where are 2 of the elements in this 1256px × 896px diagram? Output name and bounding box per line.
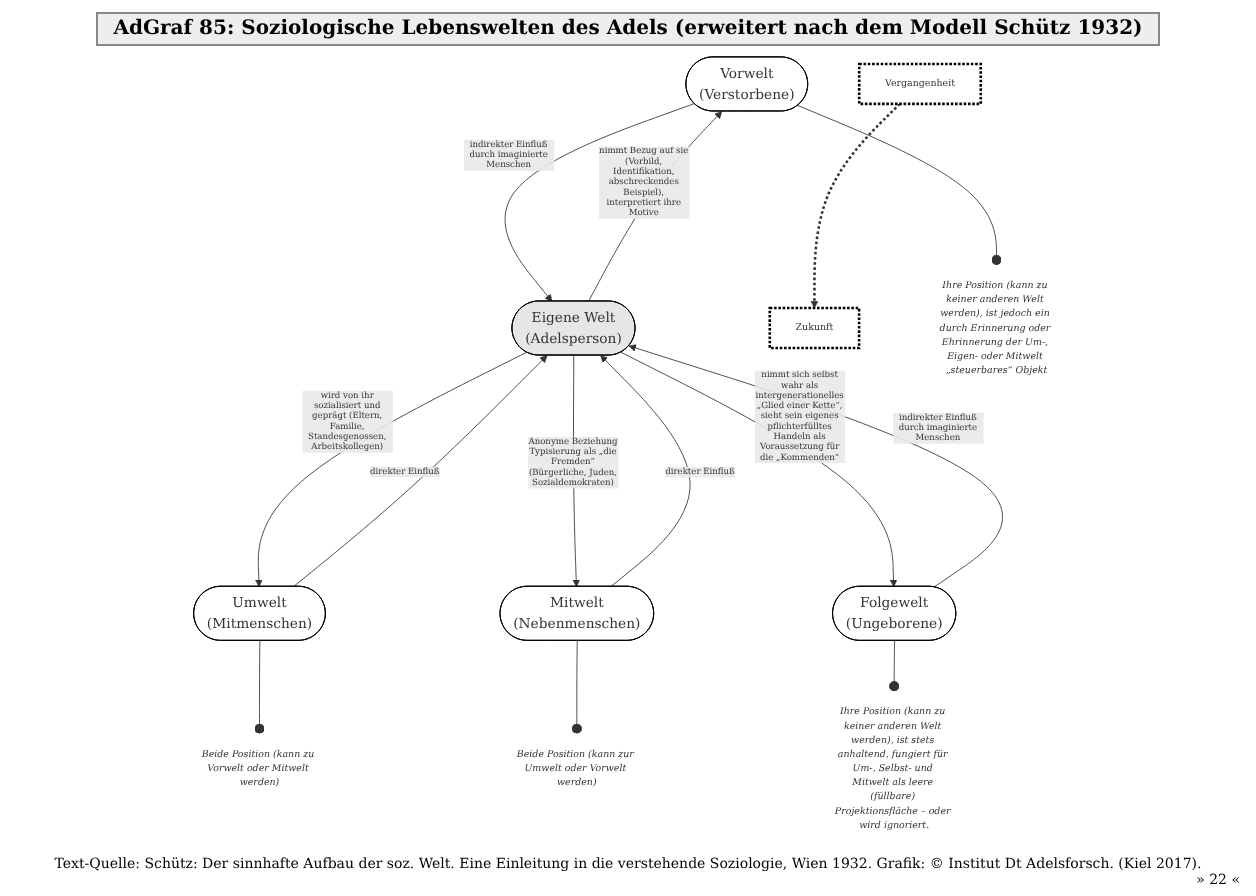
diagram-title: AdGraf 85: Soziologische Lebenswelten des Adels (erweitert nach dem Modell Schütz 1932) xyxy=(95,12,1161,46)
arrow xyxy=(810,102,901,309)
